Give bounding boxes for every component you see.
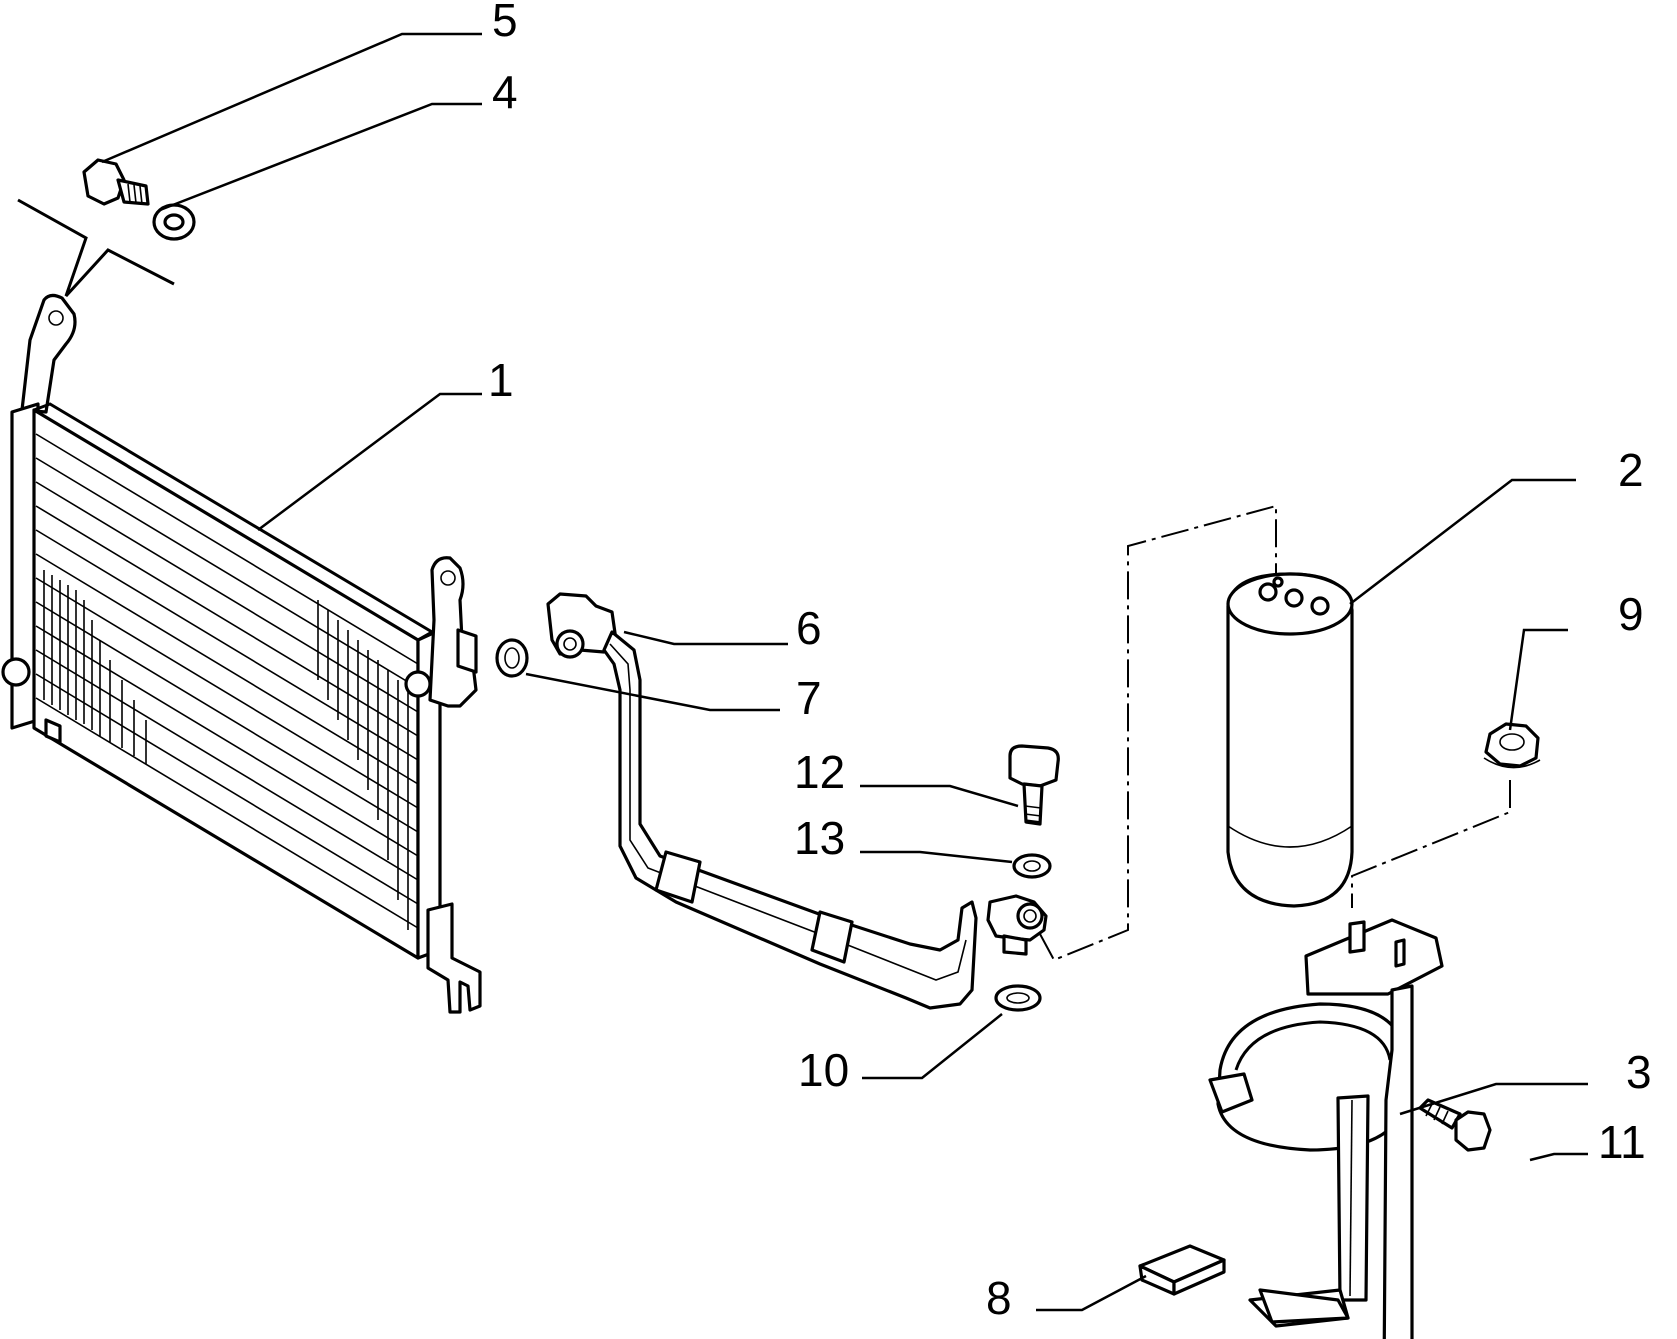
spring-washer <box>1012 853 1052 879</box>
small-bolt <box>1008 744 1060 826</box>
callout-5: 5 <box>492 0 518 46</box>
washer <box>152 203 196 241</box>
callout-1: 1 <box>488 354 514 406</box>
callout-4: 4 <box>492 66 518 118</box>
o-ring <box>495 638 529 678</box>
direction-arrow-icon <box>17 198 175 298</box>
assembly-lines <box>1039 504 1511 962</box>
callout-12: 12 <box>794 746 845 798</box>
callout-3: 3 <box>1626 1046 1652 1098</box>
flange-nut <box>1483 722 1541 769</box>
callout-10: 10 <box>798 1044 849 1096</box>
condenser <box>1 293 482 1014</box>
hex-bolt <box>1418 1098 1492 1152</box>
receiver-drier <box>1226 572 1354 908</box>
callout-13: 13 <box>794 812 845 864</box>
callout-2: 2 <box>1618 444 1644 496</box>
seal-ring <box>994 984 1042 1012</box>
leader-lines <box>101 32 1588 1312</box>
callout-labels: 5 4 1 2 9 6 7 12 13 10 3 11 8 <box>488 0 1652 1324</box>
callout-6: 6 <box>796 602 822 654</box>
bolt <box>82 158 150 206</box>
refrigerant-pipe <box>546 592 1048 1010</box>
callout-11: 11 <box>1598 1116 1646 1168</box>
callout-9: 9 <box>1618 588 1644 640</box>
callout-7: 7 <box>796 672 822 724</box>
drier-bracket <box>1208 918 1444 1339</box>
rubber-pad <box>1138 1244 1226 1296</box>
callout-8: 8 <box>986 1272 1012 1324</box>
